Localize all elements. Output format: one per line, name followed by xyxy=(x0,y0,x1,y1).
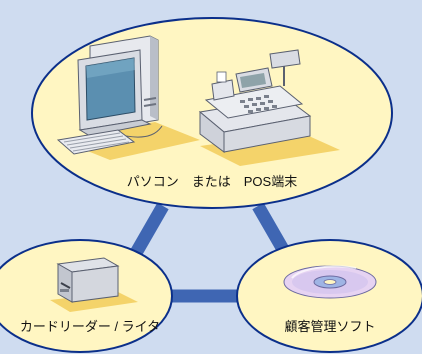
pos-register-icon xyxy=(198,49,340,166)
node-pc-pos: パソコン または POS端末 xyxy=(31,17,393,209)
node-pc-pos-label: パソコン または POS端末 xyxy=(127,174,297,189)
node-software: 顧客管理ソフト xyxy=(236,239,422,353)
node-software-label: 顧客管理ソフト xyxy=(284,319,375,334)
node-card-reader-label: カードリーダー / ライタ xyxy=(20,319,160,334)
card-reader-icon xyxy=(50,257,138,312)
cd-rom-icon xyxy=(283,265,377,299)
desktop-computer-icon xyxy=(56,35,200,160)
node-card-reader: カードリーダー / ライタ xyxy=(0,239,173,353)
